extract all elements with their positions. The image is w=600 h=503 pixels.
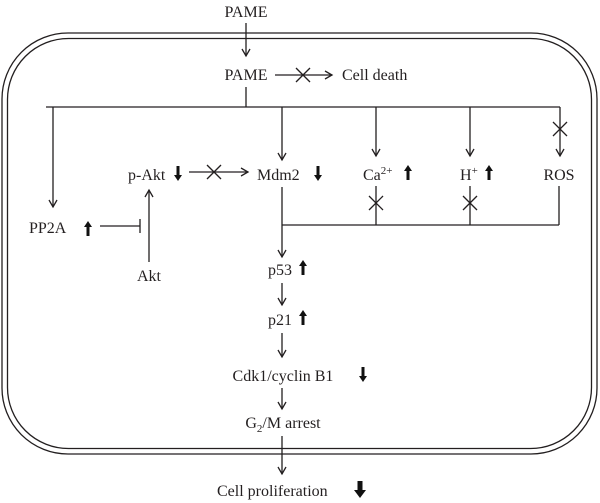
p53-up-arrow-icon bbox=[299, 260, 307, 275]
h-label: H+ bbox=[460, 165, 478, 184]
pp2a-up-arrow-icon bbox=[84, 221, 92, 236]
pp2a-label: PP2A bbox=[29, 220, 67, 237]
block-cross-icon bbox=[295, 67, 311, 83]
pame-outside-label: PAME bbox=[225, 4, 268, 21]
cdk1-down-arrow-icon bbox=[359, 367, 367, 382]
cdk1-label: Cdk1/cyclin B1 bbox=[233, 368, 334, 385]
p21-up-arrow-icon bbox=[299, 310, 307, 325]
block-cross-icon bbox=[368, 195, 384, 211]
ros-label: ROS bbox=[543, 167, 574, 184]
g2m-label: G2/M arrest bbox=[245, 415, 321, 435]
block-cross-icon bbox=[462, 195, 478, 211]
block-cross-icon bbox=[552, 121, 568, 137]
cell-membrane-outer bbox=[1, 32, 598, 455]
pame-inside-label: PAME bbox=[225, 67, 268, 84]
cell-proliferation-down-arrow-icon bbox=[354, 481, 366, 498]
h-up-arrow-icon bbox=[485, 165, 493, 180]
mdm2-label: Mdm2 bbox=[257, 167, 300, 184]
mdm2-down-arrow-icon bbox=[314, 166, 322, 181]
p53-label: p53 bbox=[268, 262, 292, 279]
cell-proliferation-label: Cell proliferation bbox=[217, 483, 328, 500]
p-akt-label: p-Akt bbox=[128, 167, 166, 184]
akt-label: Akt bbox=[137, 268, 162, 285]
ca-label: Ca2+ bbox=[363, 165, 393, 184]
cell-death-label: Cell death bbox=[342, 67, 407, 84]
cell-membrane-inner bbox=[6, 37, 593, 450]
p21-label: p21 bbox=[268, 312, 292, 329]
block-cross-icon bbox=[206, 164, 222, 180]
cell-membrane bbox=[1, 32, 598, 455]
p-akt-down-arrow-icon bbox=[174, 166, 182, 181]
ca-up-arrow-icon bbox=[404, 165, 412, 180]
